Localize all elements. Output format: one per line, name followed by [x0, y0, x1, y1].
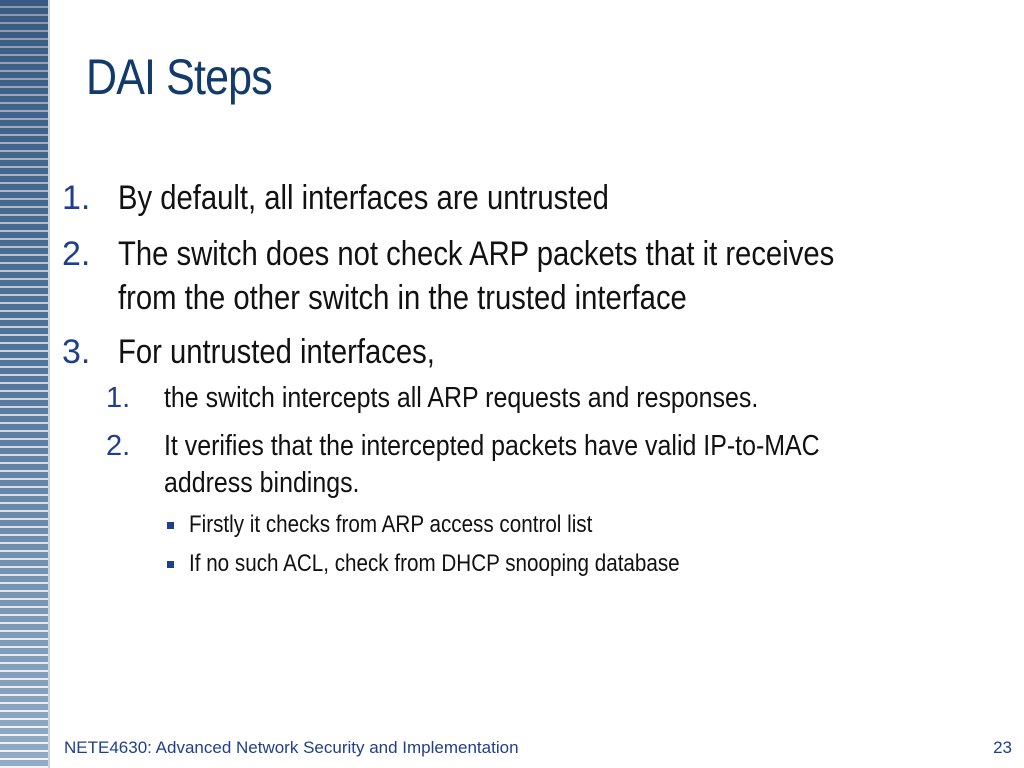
- slide-footer: NETE4630: Advanced Network Security and …: [64, 738, 519, 757]
- page-number: 23: [993, 738, 1012, 757]
- list-item-number: 2.: [62, 235, 91, 273]
- sub-list-item-text-continued: address bindings.: [164, 467, 360, 499]
- slide-title: DAI Steps: [86, 49, 273, 105]
- list-item-text: The switch does not check ARP packets th…: [118, 235, 835, 273]
- square-bullet-icon: [167, 522, 174, 529]
- list-item-number: 3.: [62, 333, 91, 371]
- list-item-text: For untrusted interfaces,: [118, 333, 435, 371]
- sub-list-item-number: 1.: [106, 382, 131, 414]
- square-bullet-icon: [167, 561, 174, 568]
- list-item-number: 1.: [62, 179, 91, 217]
- bullet-item-text: Firstly it checks from ARP access contro…: [189, 511, 593, 538]
- bullet-item-text: If no such ACL, check from DHCP snooping…: [189, 550, 680, 577]
- sidebar-edge: [48, 0, 50, 768]
- list-item-text-continued: from the other switch in the trusted int…: [118, 279, 687, 317]
- list-item-text: By default, all interfaces are untrusted: [118, 179, 609, 217]
- sub-list-item-text: It verifies that the intercepted packets…: [164, 430, 820, 462]
- sub-list-item-number: 2.: [106, 430, 131, 462]
- striped-sidebar-decoration: [0, 0, 48, 768]
- sub-list-item-text: the switch intercepts all ARP requests a…: [164, 382, 759, 414]
